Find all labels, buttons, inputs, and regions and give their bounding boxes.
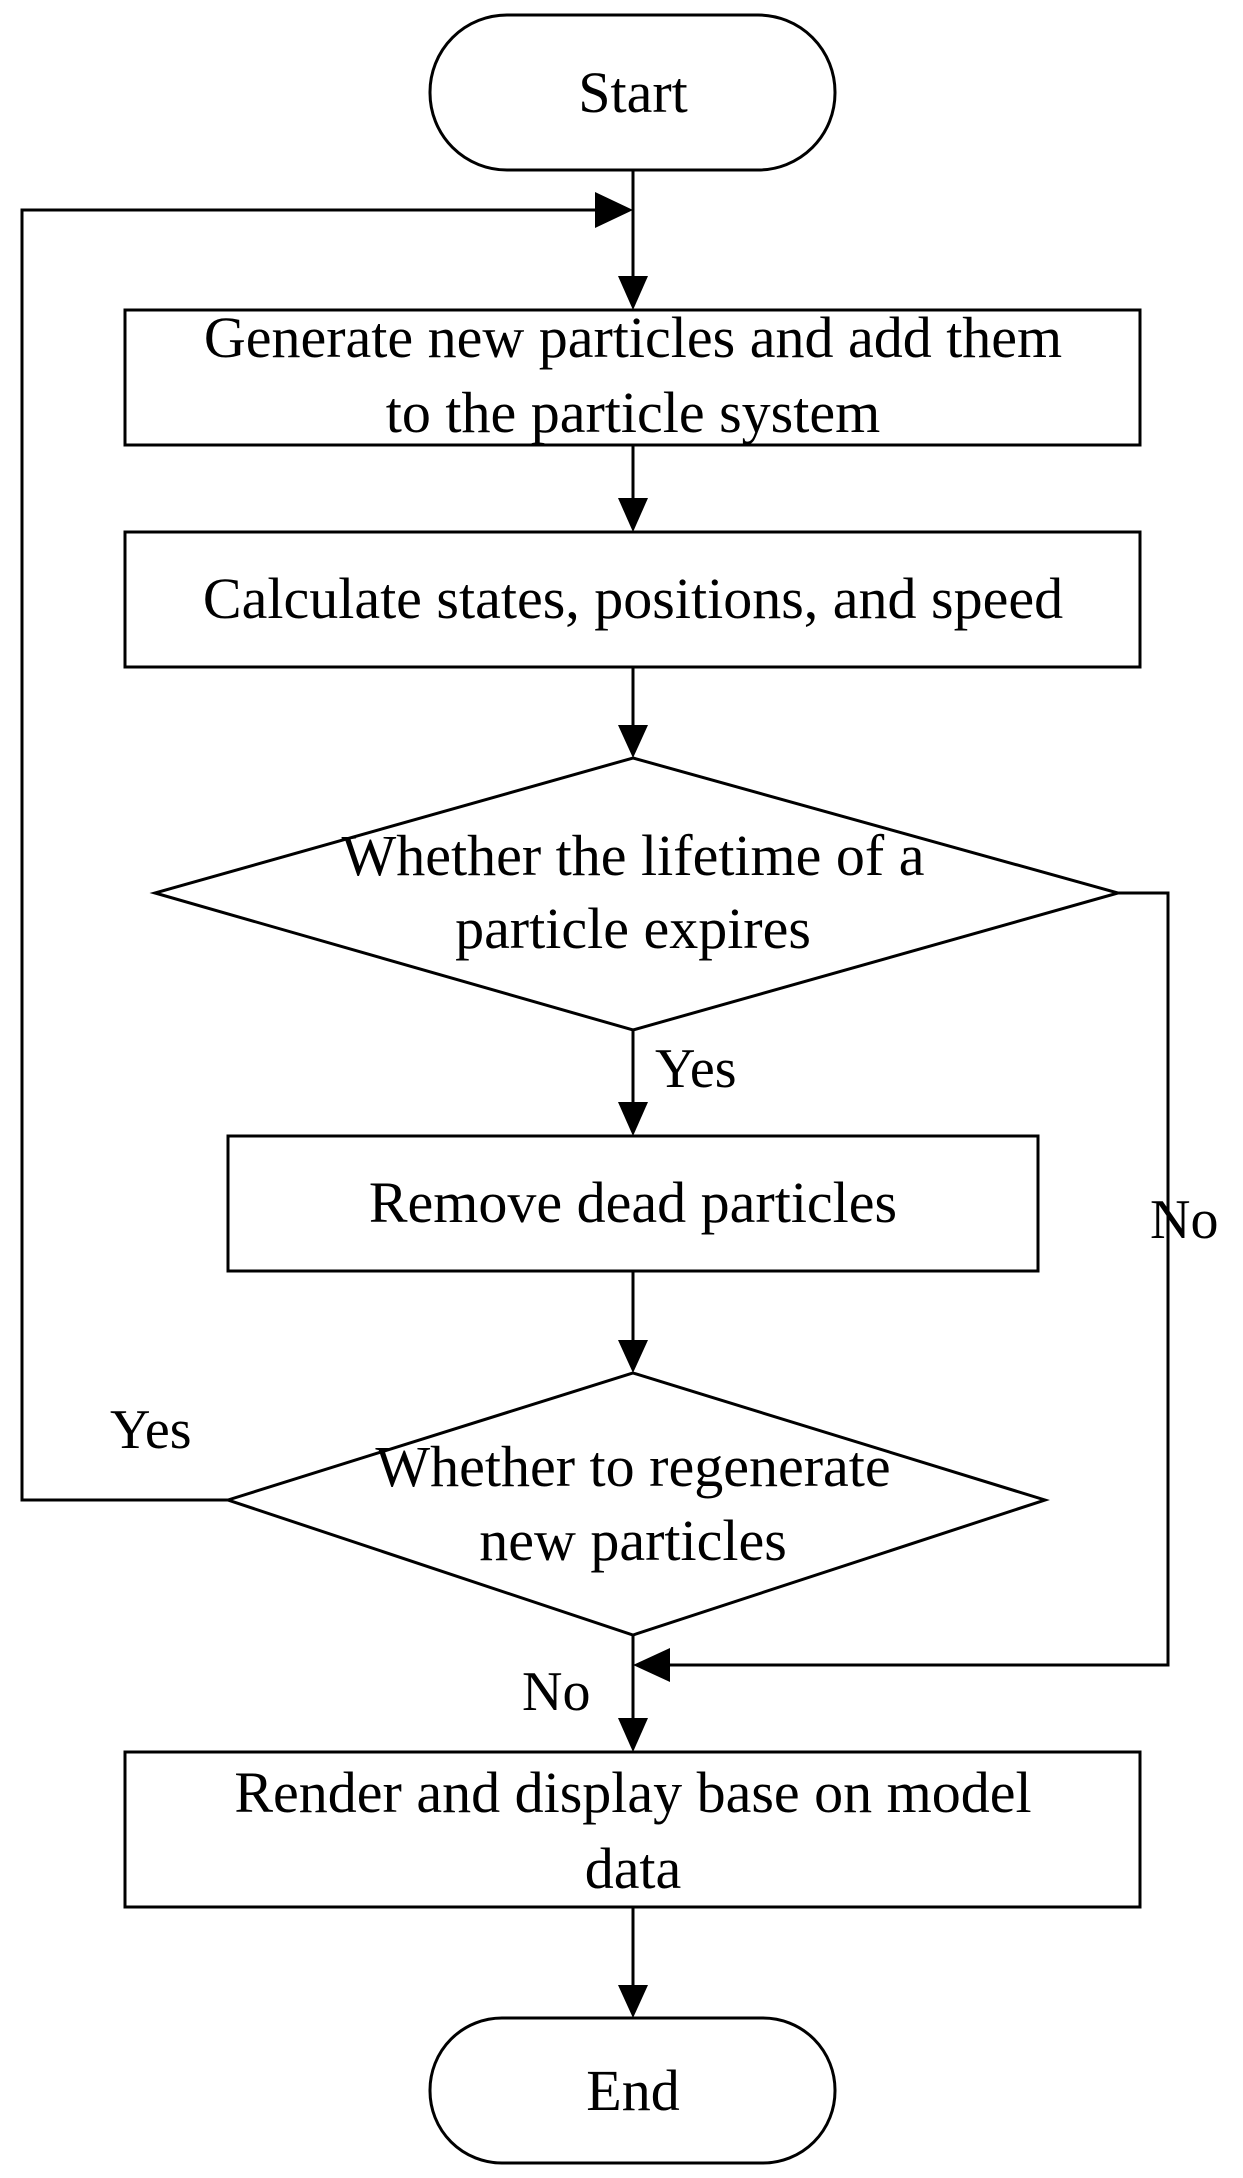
render-label-line2: data — [585, 1836, 682, 1901]
regenerate-decision-diamond — [223, 1371, 1050, 1637]
arrowhead-loop-back — [595, 192, 633, 228]
arrowhead-regenerate — [618, 1340, 648, 1373]
arrowhead-render — [618, 1718, 648, 1752]
connector-lifetime-no — [665, 891, 1170, 1667]
regenerate-yes-label: Yes — [110, 1399, 191, 1461]
arrowhead-remove — [618, 1102, 648, 1136]
generate-label-line2: to the particle system — [386, 380, 880, 445]
lifetime-label-line1: Whether the lifetime of a — [342, 823, 925, 888]
lifetime-yes-label: Yes — [655, 1038, 736, 1100]
render-label-line1: Render and display base on model — [234, 1760, 1031, 1825]
generate-label-line1: Generate new particles and add them — [204, 305, 1062, 370]
arrowhead-lifetime — [618, 725, 648, 758]
calculate-node: Calculate states, positions, and speed — [123, 530, 1142, 669]
end-node: End — [428, 2016, 837, 2165]
connector-loop-back — [20, 208, 600, 1502]
remove-node: Remove dead particles — [226, 1134, 1040, 1273]
render-node: Render and display base on model data — [123, 1750, 1142, 1909]
remove-label: Remove dead particles — [369, 1170, 897, 1235]
regenerate-no-label: No — [522, 1661, 590, 1723]
start-label: Start — [578, 60, 688, 125]
start-node: Start — [428, 13, 837, 172]
generate-node: Generate new particles and add them to t… — [123, 305, 1142, 447]
regenerate-label-line1: Whether to regenerate — [375, 1434, 890, 1499]
arrowhead-lifetime-no — [633, 1648, 670, 1682]
calculate-process-box — [123, 530, 1142, 669]
lifetime-decision-node: Whether the lifetime of a particle expir… — [149, 756, 1124, 1032]
lifetime-label-line2: particle expires — [455, 896, 811, 961]
end-terminal-shape — [428, 2016, 837, 2165]
regenerate-decision-node: Whether to regenerate new particles — [223, 1371, 1050, 1637]
arrowhead-end — [618, 1985, 648, 2018]
arrowhead-calculate — [618, 498, 648, 532]
lifetime-decision-diamond — [149, 756, 1124, 1032]
lifetime-no-label: No — [1150, 1189, 1218, 1251]
regenerate-label-line2: new particles — [479, 1508, 787, 1573]
end-label: End — [586, 2058, 679, 2123]
arrowhead-generate — [618, 276, 648, 310]
render-process-box — [123, 1750, 1142, 1909]
calculate-label: Calculate states, positions, and speed — [203, 566, 1063, 631]
